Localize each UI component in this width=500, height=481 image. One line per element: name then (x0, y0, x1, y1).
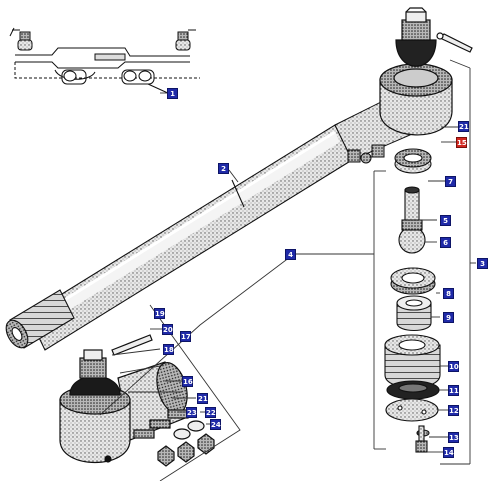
exploded-parts (384, 148, 441, 453)
callout-20[interactable]: 20 (162, 324, 173, 335)
callout-10[interactable]: 10 (448, 361, 459, 372)
callout-21-upper[interactable]: 21 (458, 121, 469, 132)
leader-lines (99, 59, 476, 481)
callout-13[interactable]: 13 (448, 432, 459, 443)
callout-6[interactable]: 6 (440, 237, 451, 248)
callout-3[interactable]: 3 (477, 258, 488, 269)
right-socket-housing (379, 7, 473, 136)
callout-5[interactable]: 5 (440, 215, 451, 226)
callout-11[interactable]: 11 (448, 385, 459, 396)
callout-21-lower[interactable]: 21 (197, 393, 208, 404)
callout-19[interactable]: 19 (154, 308, 165, 319)
part-12-plate (385, 398, 439, 422)
part-7-nut (394, 148, 432, 174)
part-9-bushing (396, 295, 432, 332)
callout-23[interactable]: 23 (186, 407, 197, 418)
callout-24[interactable]: 24 (210, 419, 221, 430)
callout-8[interactable]: 8 (443, 288, 454, 299)
part-8-ring (390, 267, 436, 295)
callout-9[interactable]: 9 (443, 312, 454, 323)
callout-17[interactable]: 17 (180, 331, 191, 342)
part-11-seal (386, 380, 440, 400)
part-10-cup (384, 334, 441, 389)
part-6-ball (398, 219, 426, 254)
inset-left-ball-joint (9, 27, 33, 51)
overview-inset (9, 27, 200, 95)
callout-12[interactable]: 12 (448, 405, 459, 416)
callout-15[interactable]: 15 (456, 137, 467, 148)
callout-1[interactable]: 1 (167, 88, 178, 99)
callout-16[interactable]: 16 (182, 376, 193, 387)
callout-22[interactable]: 22 (205, 407, 216, 418)
callout-7[interactable]: 7 (445, 176, 456, 187)
callout-18[interactable]: 18 (163, 344, 174, 355)
tie-rod-tube (5, 124, 353, 351)
part-14-bolt (415, 425, 428, 453)
end-assembly (59, 334, 215, 467)
callout-2[interactable]: 2 (218, 163, 229, 174)
part-5-pin (404, 186, 420, 226)
callout-14[interactable]: 14 (443, 447, 454, 458)
callout-4[interactable]: 4 (285, 249, 296, 260)
inset-right-ball-joint (175, 29, 196, 51)
